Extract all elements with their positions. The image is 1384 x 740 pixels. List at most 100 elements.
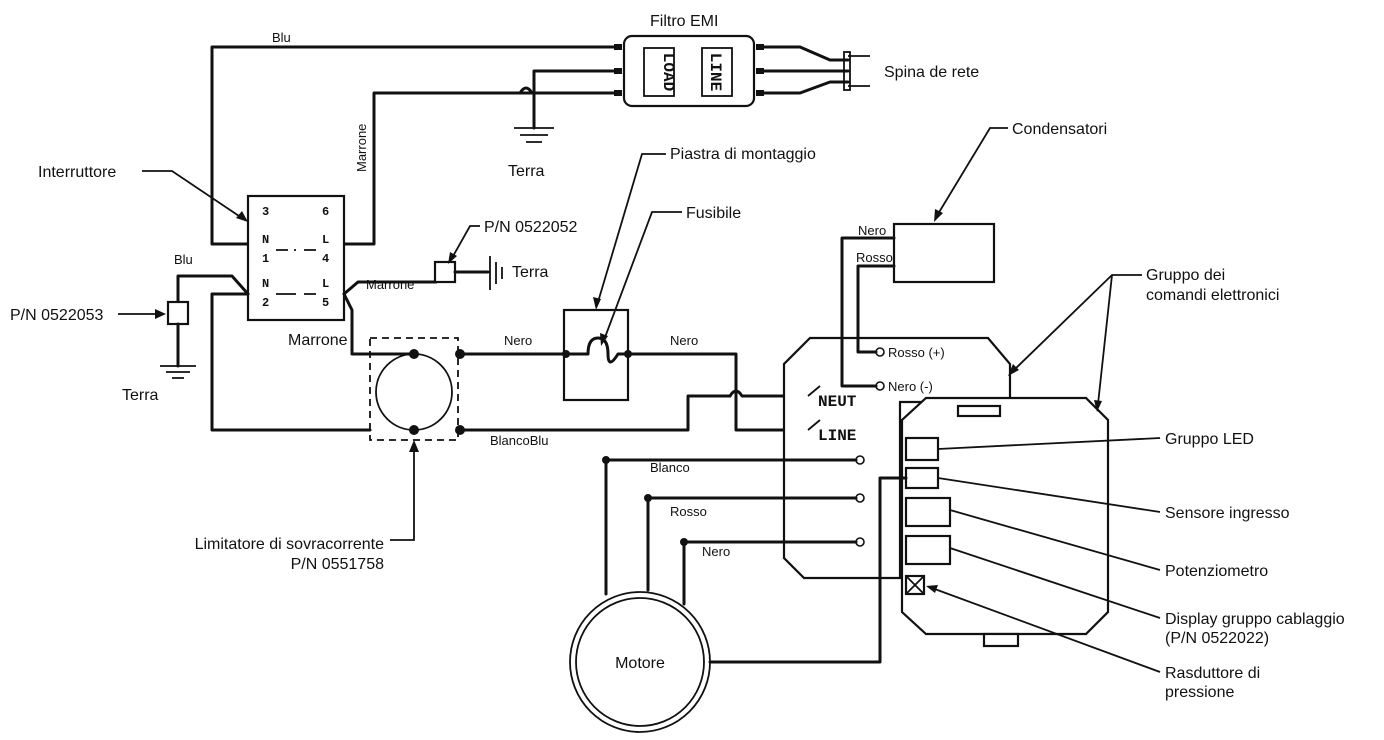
emi-load-label: LOAD: [659, 53, 677, 91]
motor-sensor-wire: [708, 476, 908, 664]
motor-inner: [575, 597, 705, 727]
emi-filter-body: [622, 34, 756, 108]
gruppo-leader-1: [1013, 274, 1142, 371]
mains-wire: [762, 45, 850, 62]
potenziometro-label: Potenziometro: [1165, 563, 1268, 580]
display-label-2: (P/N 0522022): [1165, 630, 1269, 647]
arrow-head: [155, 309, 166, 319]
marrone-left-label: Marrone: [288, 332, 348, 349]
fusibile-label: Fusibile: [686, 205, 741, 222]
capacitor-box: [892, 222, 996, 284]
blu-top-label: Blu: [272, 30, 291, 45]
interruttore-label: Interruttore: [38, 164, 116, 181]
pn53-terra-label: Terra: [122, 387, 159, 404]
arrow-head: [1094, 400, 1102, 412]
arrow-head: [1008, 364, 1019, 376]
emi-tab: [756, 68, 764, 74]
emi-tab: [614, 68, 622, 74]
interruttore-switch: 3 6 N L 1 4 N L 2 5 Interruttore: [38, 164, 346, 322]
interruttore-leader: [142, 170, 243, 219]
arrow-head: [409, 440, 419, 452]
line-term-label: LINE: [818, 427, 856, 445]
marrone-small-label: Marrone: [366, 277, 414, 292]
gruppo-comandi: NEUT LINE Rosso (+) Nero (-) Gruppo dei …: [782, 267, 1279, 648]
rasduttore-label-1: Rasduttore di: [1165, 665, 1260, 682]
bianco-blu-label: BlancoBlu: [490, 433, 549, 448]
rosso-plus-label: Rosso (+): [888, 345, 945, 360]
marrone-vertical-label: Marrone: [354, 124, 369, 172]
plug-label: Spina de rete: [884, 64, 979, 81]
marrone-wire: [342, 91, 616, 246]
rosso-label: Rosso: [670, 504, 707, 519]
led-leader: [937, 437, 1161, 450]
terminal-dot: [562, 350, 570, 358]
arrow-head: [934, 209, 943, 222]
emi-filter: LOAD LINE Filtro EMI: [614, 13, 764, 108]
limiter-circle: [375, 353, 453, 431]
pressure-x-mark: [905, 575, 925, 595]
display-leader: [949, 547, 1161, 619]
switch-pin: 1: [262, 252, 269, 266]
pn52-connector: [433, 260, 457, 284]
limiter-label-1: Limitatore di sovracorrente: [195, 536, 385, 553]
bianco-label: Blanco: [650, 460, 690, 475]
switch-pin: L: [322, 277, 329, 291]
terminal-dot: [680, 538, 688, 546]
potentiometer-block: [904, 496, 952, 528]
piastra-label: Piastra di montaggio: [670, 146, 816, 163]
bianco-blu-wiring: BlancoBlu: [458, 389, 814, 448]
condensatori-label: Condensatori: [1012, 121, 1107, 138]
led-block: [904, 436, 940, 462]
arrow-head: [236, 211, 248, 222]
pn53-connector: [166, 300, 190, 326]
fuse-element: [566, 336, 630, 364]
switch-body: [246, 194, 346, 322]
gruppo-led-label: Gruppo LED: [1165, 431, 1254, 448]
terminal-dot: [409, 349, 419, 359]
lower-left-wiring: Marrone: [210, 292, 416, 432]
piastra-leader: [597, 153, 666, 303]
emi-tab: [756, 44, 764, 50]
pn-0522053-group: Blu Terra P/N 0522053: [10, 252, 250, 404]
emi-line-box: [701, 47, 733, 97]
terminal-dot: [409, 425, 419, 435]
pn52-leader: [451, 225, 480, 259]
limitatore: Limitatore di sovracorrente P/N 0551758: [195, 337, 465, 573]
mains-wire: [762, 80, 850, 95]
blu-left-label: Blu: [174, 252, 193, 267]
motore-label: Motore: [615, 655, 665, 672]
emi-tab: [614, 90, 622, 96]
wire-crossover: [518, 86, 534, 95]
switch-pin: 5: [322, 296, 329, 310]
emi-line-label: LINE: [706, 53, 724, 91]
bianco-blu-wire: [458, 394, 732, 432]
gruppo-label-1: Gruppo dei: [1146, 267, 1225, 284]
component-callouts: Gruppo LED Sensore ingresso Potenziometr…: [926, 431, 1345, 701]
switch-pin: 2: [262, 296, 269, 310]
display-label-1: Display gruppo cablaggio: [1165, 611, 1345, 628]
limiter-label-2: P/N 0551758: [291, 556, 385, 573]
switch-pin: N: [262, 277, 269, 291]
terminal-dot: [644, 494, 652, 502]
capacitor-rosso-wire: [856, 264, 896, 354]
neut-line-switches: [807, 385, 821, 431]
condensatori-leader: [937, 127, 1008, 215]
arrow-head: [600, 333, 608, 346]
plug-prongs: [848, 55, 870, 87]
pot-leader: [949, 509, 1161, 571]
switch-pin: 4: [322, 252, 329, 266]
rasduttore-leader: [931, 587, 1161, 673]
top-wiring: Blu Marrone Terra: [210, 30, 616, 246]
module-slot: [956, 404, 1002, 418]
motore: Motore Blanco Rosso Nero: [569, 456, 908, 733]
nero-minus-label: Nero (-): [888, 379, 933, 394]
neut-label: NEUT: [818, 393, 857, 411]
condensatori: Nero Rosso Condensatori: [840, 121, 1107, 388]
arrow-head: [593, 297, 601, 310]
marrone-ground-wire: [342, 280, 438, 296]
pn-0522052-group: Marrone Terra P/N 0522052: [342, 219, 578, 296]
capacitor-nero-wire: [840, 236, 896, 388]
terminal-dot: [602, 456, 610, 464]
nero-cond-label: Nero: [858, 223, 886, 238]
ground-wire: [532, 69, 616, 130]
